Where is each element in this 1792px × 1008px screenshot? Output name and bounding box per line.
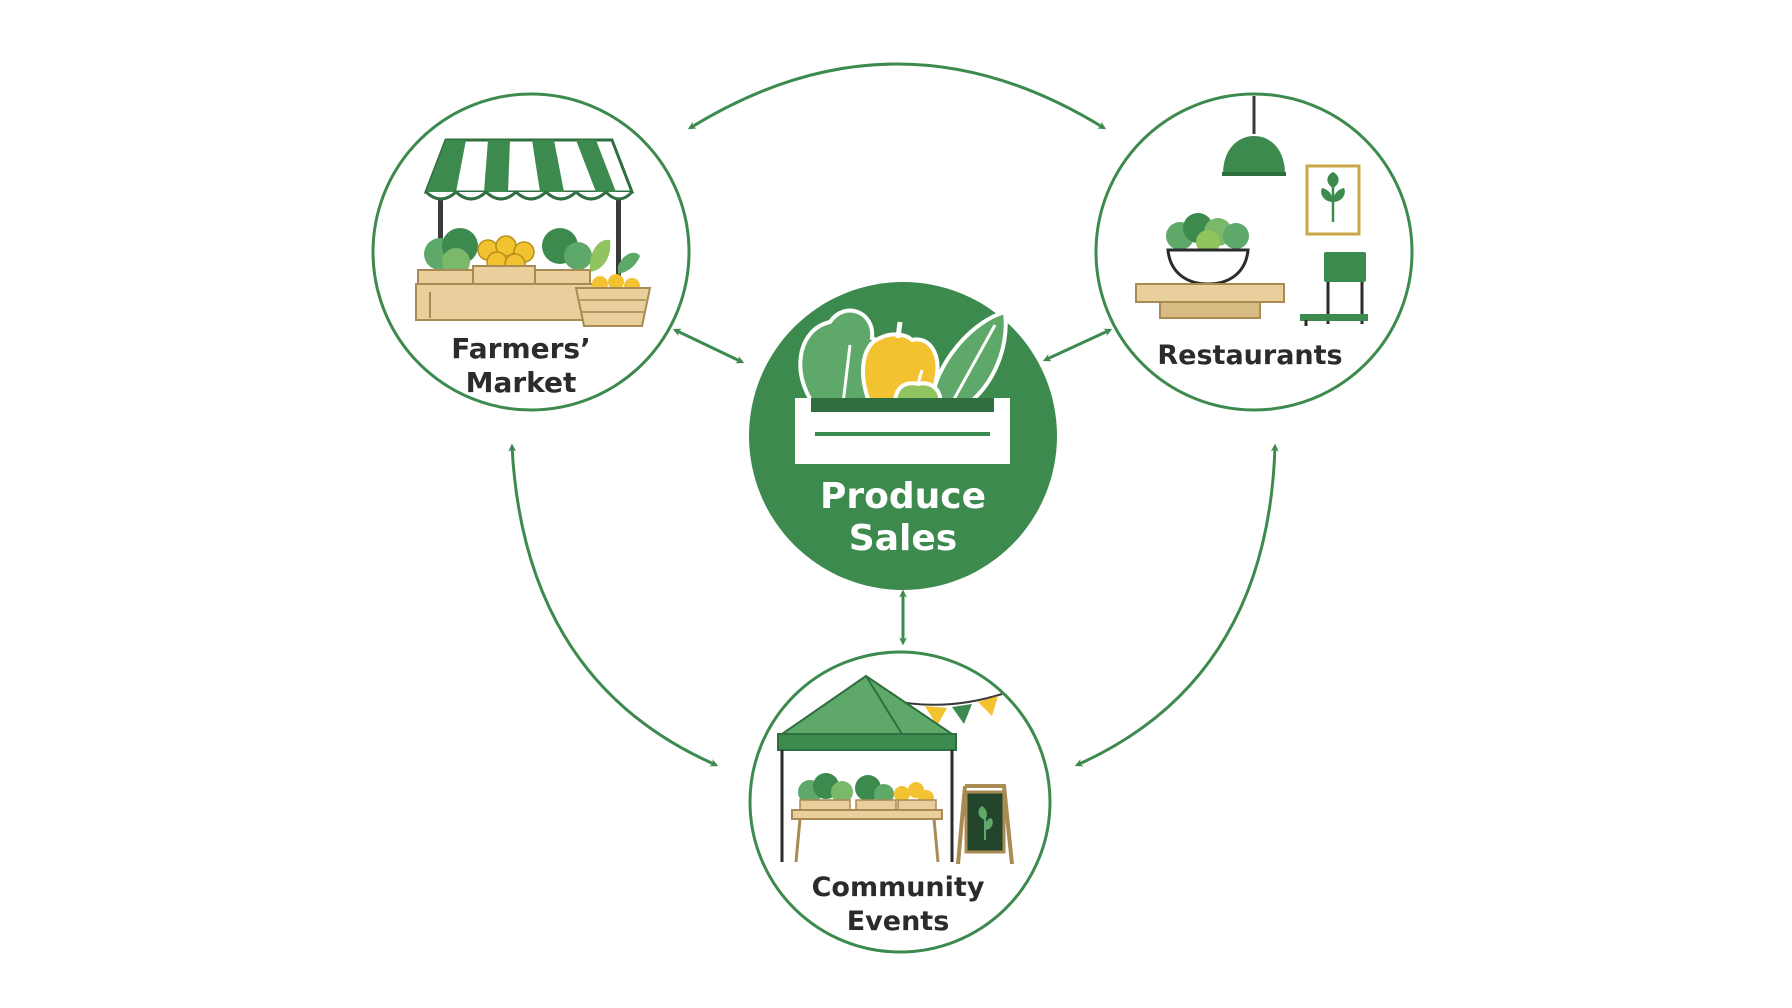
restaurants-label: Restaurants xyxy=(1157,340,1342,371)
farmers-market-node: Farmers’ Market xyxy=(371,92,691,412)
arrow-restaurants-community xyxy=(1074,443,1279,767)
arrow-farmers-community xyxy=(508,443,719,767)
center-label-line1: Produce xyxy=(820,476,986,517)
event-tent-icon xyxy=(777,674,1014,865)
produce-crate-icon xyxy=(795,308,1010,464)
community-events-node: Community Events xyxy=(748,650,1052,954)
connector-arrows xyxy=(508,62,1279,767)
center-label-line2: Sales xyxy=(849,518,957,559)
arrow-restaurants-center xyxy=(1042,328,1113,362)
farmers-market-label-line2: Market xyxy=(466,366,577,399)
restaurant-table-icon xyxy=(1135,96,1368,326)
arrow-farmers-restaurants xyxy=(687,62,1107,130)
community-events-label-line1: Community xyxy=(812,872,985,903)
farmers-market-label-line1: Farmers’ xyxy=(451,332,590,365)
center-node: Produce Sales xyxy=(749,282,1057,590)
community-events-label-line2: Events xyxy=(847,906,950,937)
market-stall-icon xyxy=(415,138,652,327)
arrow-farmers-center xyxy=(672,328,745,364)
restaurants-node: Restaurants xyxy=(1094,92,1414,412)
